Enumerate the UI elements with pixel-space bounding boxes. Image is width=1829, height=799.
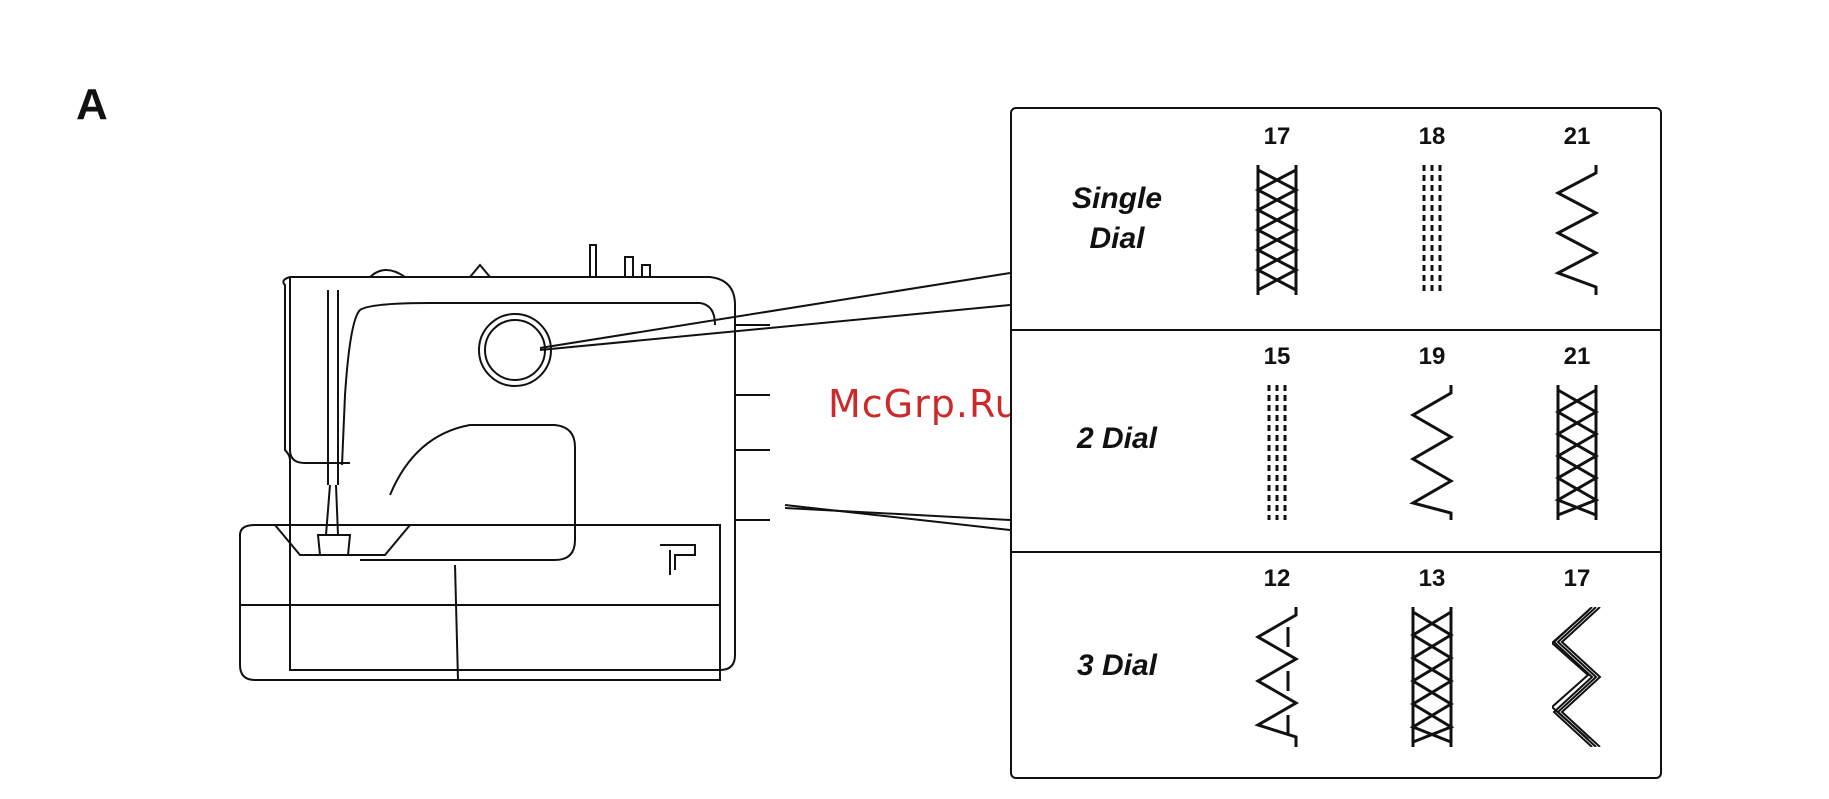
stitch-number: 21 bbox=[1532, 123, 1622, 151]
stitch-row-2-dial: 2 Dial 15 19 21 bbox=[1012, 329, 1660, 553]
stitch-number: 21 bbox=[1532, 343, 1622, 371]
row-label: 2 Dial bbox=[1052, 419, 1182, 459]
stitch-item: 19 bbox=[1387, 343, 1477, 520]
satin-zigzag-icon bbox=[1552, 607, 1602, 747]
row-label-line1: Single bbox=[1052, 179, 1182, 219]
row-label-line1: 3 Dial bbox=[1052, 646, 1182, 686]
zigzag-icon bbox=[1552, 165, 1602, 295]
stitch-item: 12 bbox=[1232, 565, 1322, 747]
zigzag-icon bbox=[1252, 607, 1302, 747]
row-label-line1: 2 Dial bbox=[1052, 419, 1182, 459]
stitch-item: 17 bbox=[1232, 123, 1322, 295]
stitch-item: 17 bbox=[1532, 565, 1622, 747]
stitch-number: 18 bbox=[1387, 123, 1477, 151]
row-label: 3 Dial bbox=[1052, 646, 1182, 686]
stitch-item: 21 bbox=[1532, 123, 1622, 295]
triple-straight-icon bbox=[1257, 385, 1297, 520]
double-zigzag-icon bbox=[1252, 165, 1302, 295]
watermark-text: McGrp.Ru bbox=[828, 382, 1020, 426]
double-zigzag-icon bbox=[1552, 385, 1602, 520]
stitch-row-3-dial: 3 Dial 12 13 17 bbox=[1012, 551, 1660, 777]
stitch-number: 19 bbox=[1387, 343, 1477, 371]
stitch-number: 17 bbox=[1532, 565, 1622, 593]
row-label: Single Dial bbox=[1052, 179, 1182, 259]
stitch-item: 13 bbox=[1387, 565, 1477, 747]
zigzag-icon bbox=[1407, 385, 1457, 520]
row-label-line2: Dial bbox=[1052, 219, 1182, 259]
stitch-number: 12 bbox=[1232, 565, 1322, 593]
stitch-row-single-dial: Single Dial 17 18 21 bbox=[1012, 109, 1660, 331]
double-zigzag-icon bbox=[1407, 607, 1457, 747]
triple-straight-icon bbox=[1412, 165, 1452, 295]
stitch-item: 15 bbox=[1232, 343, 1322, 520]
stitch-item: 21 bbox=[1532, 343, 1622, 520]
stitch-number: 17 bbox=[1232, 123, 1322, 151]
stitch-number: 13 bbox=[1387, 565, 1477, 593]
stitch-item: 18 bbox=[1387, 123, 1477, 295]
stitch-number: 15 bbox=[1232, 343, 1322, 371]
stitch-table: Single Dial 17 18 21 2 Dial 15 19 21 bbox=[1010, 107, 1662, 779]
